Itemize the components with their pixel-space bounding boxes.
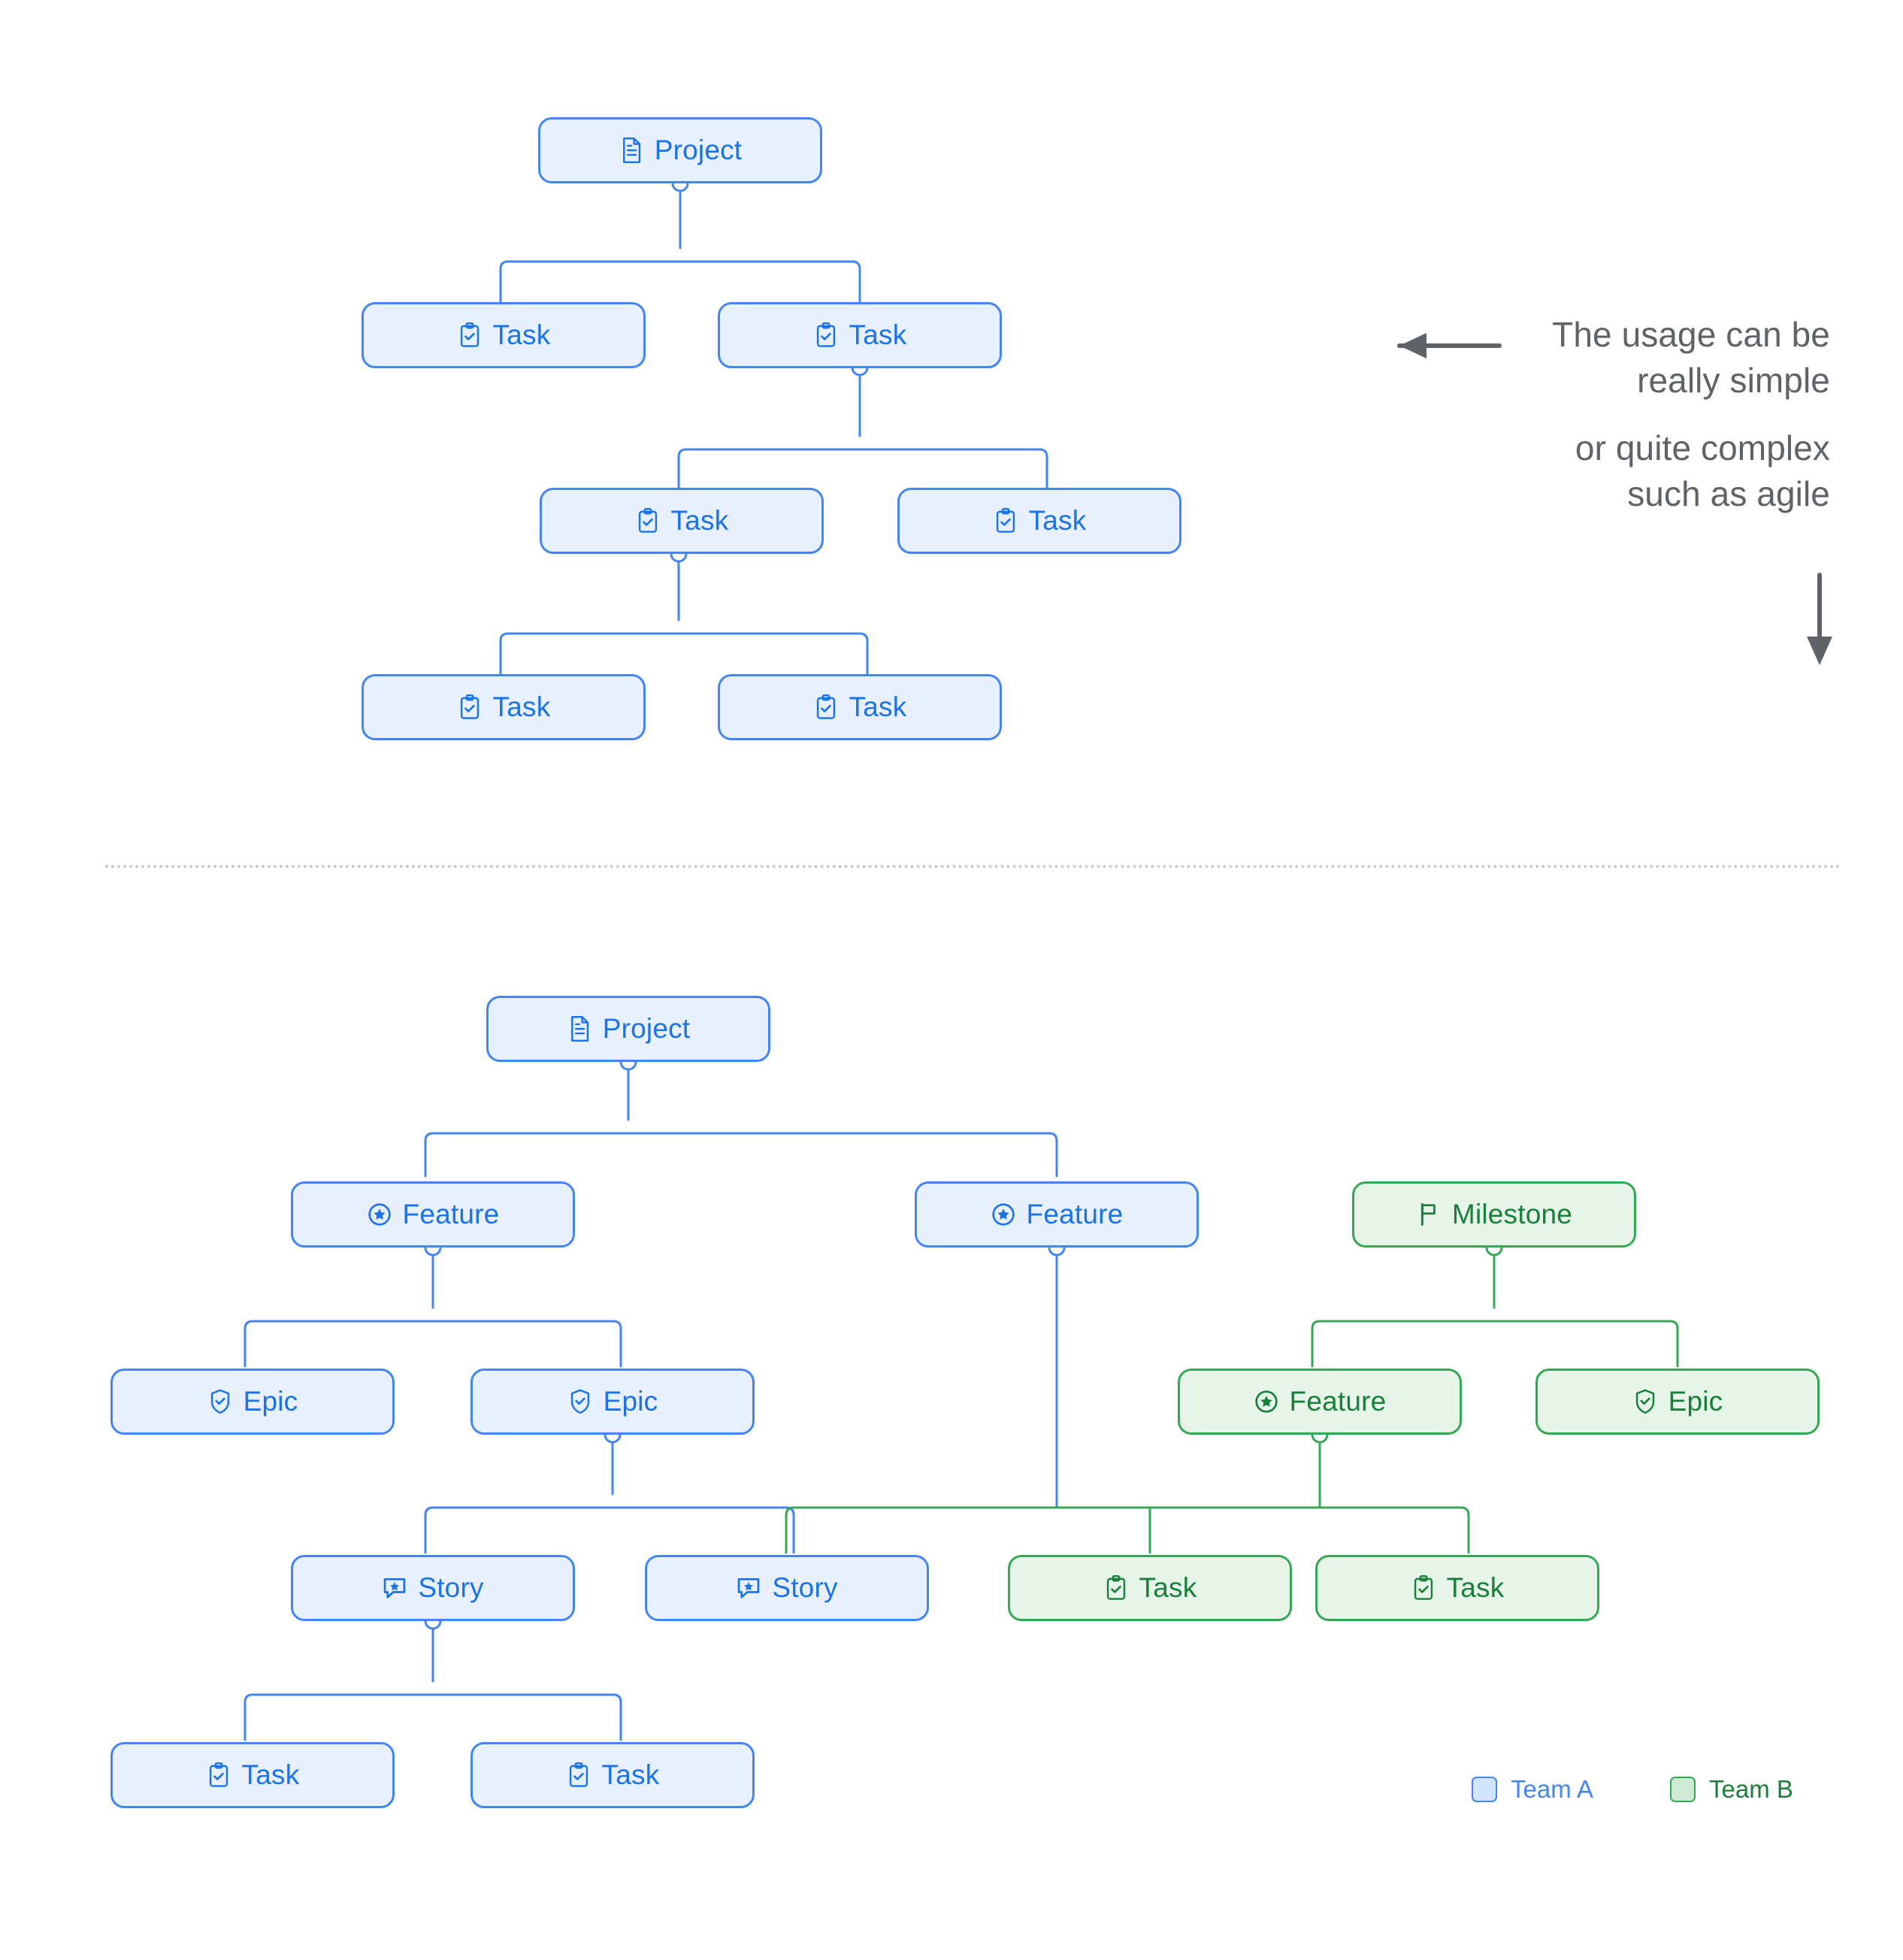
node-epic-b[interactable]: Epic <box>470 1369 755 1435</box>
node-label: Task <box>241 1759 300 1790</box>
node-label: Task <box>1446 1572 1505 1603</box>
clipboard-check-icon <box>1103 1575 1129 1601</box>
node-epic-a[interactable]: Epic <box>110 1369 395 1435</box>
legend-swatch-team-a <box>1472 1777 1497 1802</box>
shield-check-icon <box>567 1389 593 1414</box>
node-feature-b[interactable]: Feature <box>915 1181 1199 1248</box>
node-label: Task <box>492 691 551 722</box>
node-task-l3-a[interactable]: Task <box>362 674 646 740</box>
node-task-l1-b[interactable]: Task <box>718 302 1002 368</box>
document-icon <box>567 1016 592 1042</box>
simple-tree-connectors <box>499 182 1048 678</box>
node-label: Task <box>1028 505 1087 536</box>
annotation-line-3: or quite complex <box>1575 428 1830 468</box>
node-label: Epic <box>1668 1386 1723 1417</box>
node-task-green-b[interactable]: Task <box>1315 1555 1599 1621</box>
clipboard-check-icon <box>1411 1575 1436 1601</box>
node-task-l2-b[interactable]: Task <box>897 488 1181 554</box>
node-task-blue-b[interactable]: Task <box>470 1742 755 1808</box>
node-label: Task <box>601 1759 660 1790</box>
clipboard-check-icon <box>457 694 483 720</box>
clipboard-check-icon <box>566 1762 591 1788</box>
agile-tree-ports <box>424 1053 1503 1630</box>
annotation-line-4: such as agile <box>1627 474 1830 514</box>
clipboard-check-icon <box>206 1762 231 1788</box>
node-task-green-a[interactable]: Task <box>1008 1555 1292 1621</box>
shield-check-icon <box>207 1389 233 1414</box>
node-task-blue-a[interactable]: Task <box>110 1742 395 1808</box>
shield-check-icon <box>1632 1389 1658 1414</box>
legend-swatch-team-b <box>1670 1777 1696 1802</box>
legend-label-team-b: Team B <box>1709 1775 1793 1803</box>
node-label: Story <box>418 1572 484 1603</box>
node-feature-c[interactable]: Feature <box>1178 1369 1462 1435</box>
clipboard-check-icon <box>993 508 1018 534</box>
node-epic-c[interactable]: Epic <box>1535 1369 1820 1435</box>
usage-annotation: The usage can be really simple or quite … <box>1473 312 1830 517</box>
node-label: Feature <box>1026 1199 1124 1230</box>
clipboard-check-icon <box>635 508 661 534</box>
node-label: Project <box>602 1013 691 1044</box>
node-label: Story <box>772 1572 838 1603</box>
document-icon <box>619 138 644 163</box>
node-label: Task <box>849 691 907 722</box>
star-circle-icon <box>1254 1389 1279 1414</box>
node-task-l3-b[interactable]: Task <box>718 674 1002 740</box>
clipboard-check-icon <box>457 322 483 348</box>
star-circle-icon <box>991 1202 1016 1227</box>
node-story-b[interactable]: Story <box>645 1555 929 1621</box>
node-label: Project <box>654 135 743 165</box>
node-task-l2-a[interactable]: Task <box>540 488 824 554</box>
node-label: Epic <box>243 1386 298 1417</box>
legend-label-team-a: Team A <box>1511 1775 1594 1803</box>
section-divider <box>105 865 1841 868</box>
node-project-agile[interactable]: Project <box>486 996 770 1062</box>
node-feature-a[interactable]: Feature <box>291 1181 575 1248</box>
node-label: Epic <box>603 1386 658 1417</box>
speech-star-icon <box>736 1575 761 1601</box>
node-task-l1-a[interactable]: Task <box>362 302 646 368</box>
annotation-line-1: The usage can be <box>1552 315 1830 354</box>
annotation-line-2: really simple <box>1637 360 1830 400</box>
flag-icon <box>1416 1202 1442 1227</box>
speech-star-icon <box>382 1575 407 1601</box>
clipboard-check-icon <box>813 694 839 720</box>
node-milestone[interactable]: Milestone <box>1352 1181 1636 1248</box>
node-label: Task <box>1139 1572 1197 1603</box>
legend-team-b[interactable]: Team B <box>1670 1775 1793 1804</box>
clipboard-check-icon <box>813 322 839 348</box>
node-label: Feature <box>402 1199 500 1230</box>
legend-team-a[interactable]: Team A <box>1472 1775 1593 1804</box>
star-circle-icon <box>367 1202 392 1227</box>
node-label: Feature <box>1289 1386 1387 1417</box>
node-project-simple[interactable]: Project <box>538 117 822 183</box>
node-label: Milestone <box>1451 1199 1573 1230</box>
node-label: Task <box>849 319 907 350</box>
node-story-a[interactable]: Story <box>291 1555 575 1621</box>
node-label: Task <box>670 505 729 536</box>
node-label: Task <box>492 319 551 350</box>
